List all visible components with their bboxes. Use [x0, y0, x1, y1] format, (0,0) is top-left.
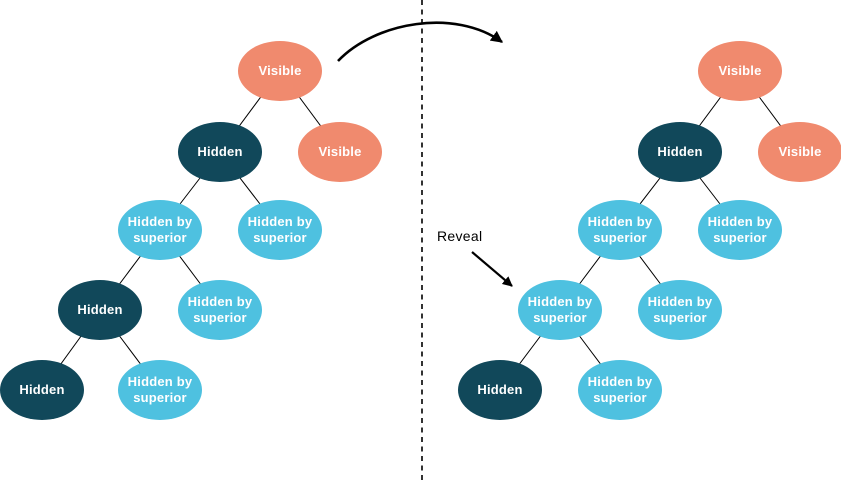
node-label: Hidden by superior [587, 374, 653, 405]
tree-node-before-hidden: Hidden [0, 360, 84, 420]
node-label: Hidden by superior [127, 374, 193, 405]
tree-node-before-hidden-by-superior: Hidden by superior [118, 360, 202, 420]
tree-node-before-hidden: Hidden [178, 122, 262, 182]
reveal-label: Reveal [437, 228, 483, 244]
node-label: Hidden by superior [127, 214, 193, 245]
node-label: Visible [318, 144, 362, 159]
tree-node-before-hidden: Hidden [58, 280, 142, 340]
tree-node-after-hidden-by-superior: Hidden by superior [698, 200, 782, 260]
node-label: Hidden [197, 144, 243, 159]
reveal-arrow [471, 251, 513, 287]
tree-node-before-hidden-by-superior: Hidden by superior [118, 200, 202, 260]
tree-node-after-hidden: Hidden [638, 122, 722, 182]
tree-node-after-visible: Visible [698, 41, 782, 101]
node-label: Visible [718, 63, 762, 78]
tree-node-before-hidden-by-superior: Hidden by superior [238, 200, 322, 260]
tree-node-after-visible: Visible [758, 122, 841, 182]
tree-node-after-hidden-by-superior: Hidden by superior [578, 200, 662, 260]
node-label: Hidden [77, 302, 123, 317]
node-label: Hidden by superior [527, 294, 593, 325]
tree-node-after-hidden-by-superior: Hidden by superior [638, 280, 722, 340]
node-label: Hidden by superior [247, 214, 313, 245]
tree-node-before-hidden-by-superior: Hidden by superior [178, 280, 262, 340]
node-label: Hidden [477, 382, 523, 397]
node-label: Hidden [657, 144, 703, 159]
tree-node-after-hidden: Hidden [458, 360, 542, 420]
node-label: Visible [778, 144, 822, 159]
tree-node-before-visible: Visible [298, 122, 382, 182]
tree-node-after-hidden-by-superior-revealed: Hidden by superior [518, 280, 602, 340]
node-label: Hidden by superior [647, 294, 713, 325]
transition-arrow [337, 21, 503, 62]
node-label: Hidden by superior [187, 294, 253, 325]
node-label: Hidden by superior [707, 214, 773, 245]
node-label: Hidden [19, 382, 65, 397]
node-label: Visible [258, 63, 302, 78]
node-label: Hidden by superior [587, 214, 653, 245]
tree-node-after-hidden-by-superior: Hidden by superior [578, 360, 662, 420]
tree-node-before-visible: Visible [238, 41, 322, 101]
